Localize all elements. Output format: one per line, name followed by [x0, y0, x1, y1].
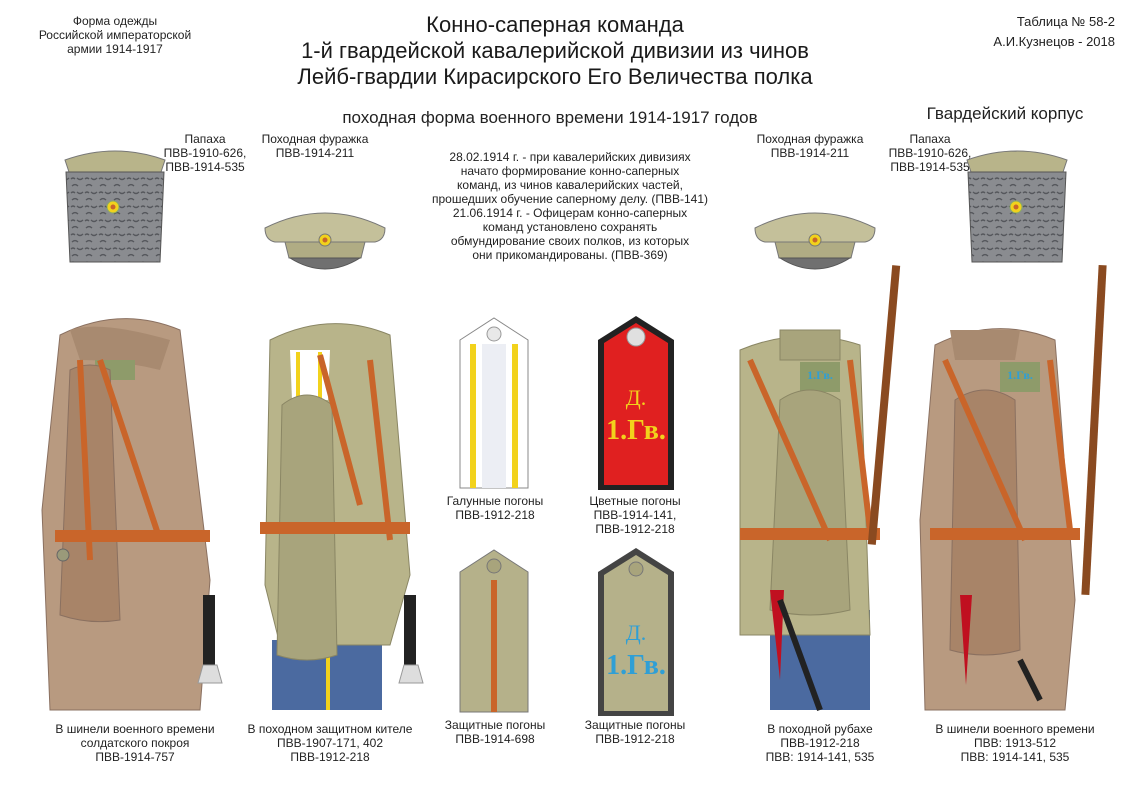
greatcoat-patch-cipher: 1.Гв.: [1007, 368, 1033, 382]
colored-strap-letter: Д.: [625, 385, 647, 410]
papakha-right-caption: Папаха ПВВ-1910-626, ПВВ-1914-535: [888, 132, 972, 174]
field-cap-right: [754, 212, 876, 270]
papakha-right: [966, 150, 1068, 263]
figure-4-caption: В шинели военного времени ПВВ: 1913-512 …: [935, 722, 1095, 764]
figure-field-shirt: [739, 265, 901, 712]
table-number: Таблица № 58-2: [1016, 14, 1115, 29]
figure-greatcoat-right: [919, 265, 1107, 711]
collection-caption: Форма одежды Российской императорской ар…: [38, 14, 192, 56]
field-shoulder-strap-b: [598, 548, 674, 716]
papakha-left: [64, 150, 166, 263]
title-line-3: Лейб-гвардии Кирасирского Его Величества…: [297, 64, 813, 89]
figure-greatcoat-left: [41, 318, 223, 711]
page-title: Конно-саперная команда 1-й гвардейской к…: [230, 12, 880, 90]
field-strap-b-caption: Защитные погоны ПВВ-1912-218: [584, 718, 686, 746]
field-shoulder-strap-a: [459, 549, 529, 713]
figure-field-tunic: [260, 323, 424, 710]
galloon-strap-caption: Галунные погоны ПВВ-1912-218: [446, 494, 544, 522]
field-strap-a-caption: Защитные погоны ПВВ-1914-698: [444, 718, 546, 746]
corps-label: Гвардейский корпус: [926, 104, 1084, 123]
field-strap-number: 1.Гв.: [606, 650, 666, 681]
page-subtitle: походная форма военного времени 1914-191…: [342, 108, 758, 127]
shirt-patch-cipher: 1.Гв.: [807, 368, 833, 382]
colored-shoulder-strap: [598, 316, 674, 490]
figure-2-caption: В походном защитном кителе ПВВ-1907-171,…: [247, 722, 413, 764]
papakha-left-caption: Папаха ПВВ-1910-626, ПВВ-1914-535: [163, 132, 247, 174]
title-line-1: Конно-саперная команда: [426, 12, 684, 37]
historical-note: 28.02.1914 г. - при кавалерийских дивизи…: [431, 150, 709, 262]
field-cap-left: [264, 212, 386, 270]
galloon-shoulder-strap: [459, 317, 529, 489]
colored-strap-caption: Цветные погоны ПВВ-1914-141, ПВВ-1912-21…: [589, 494, 681, 536]
figure-1-caption: В шинели военного времени солдатского по…: [55, 722, 215, 764]
title-line-2: 1-й гвардейской кавалерийской дивизии из…: [301, 38, 809, 63]
colored-strap-number: 1.Гв.: [606, 415, 666, 446]
figure-3-caption: В походной рубахе ПВВ-1912-218 ПВВ: 1914…: [765, 722, 875, 764]
author-credit: А.И.Кузнецов - 2018: [993, 34, 1115, 49]
cap-right-caption: Походная фуражка ПВВ-1914-211: [756, 132, 864, 160]
cap-left-caption: Походная фуражка ПВВ-1914-211: [261, 132, 369, 160]
field-strap-letter: Д.: [625, 620, 647, 645]
